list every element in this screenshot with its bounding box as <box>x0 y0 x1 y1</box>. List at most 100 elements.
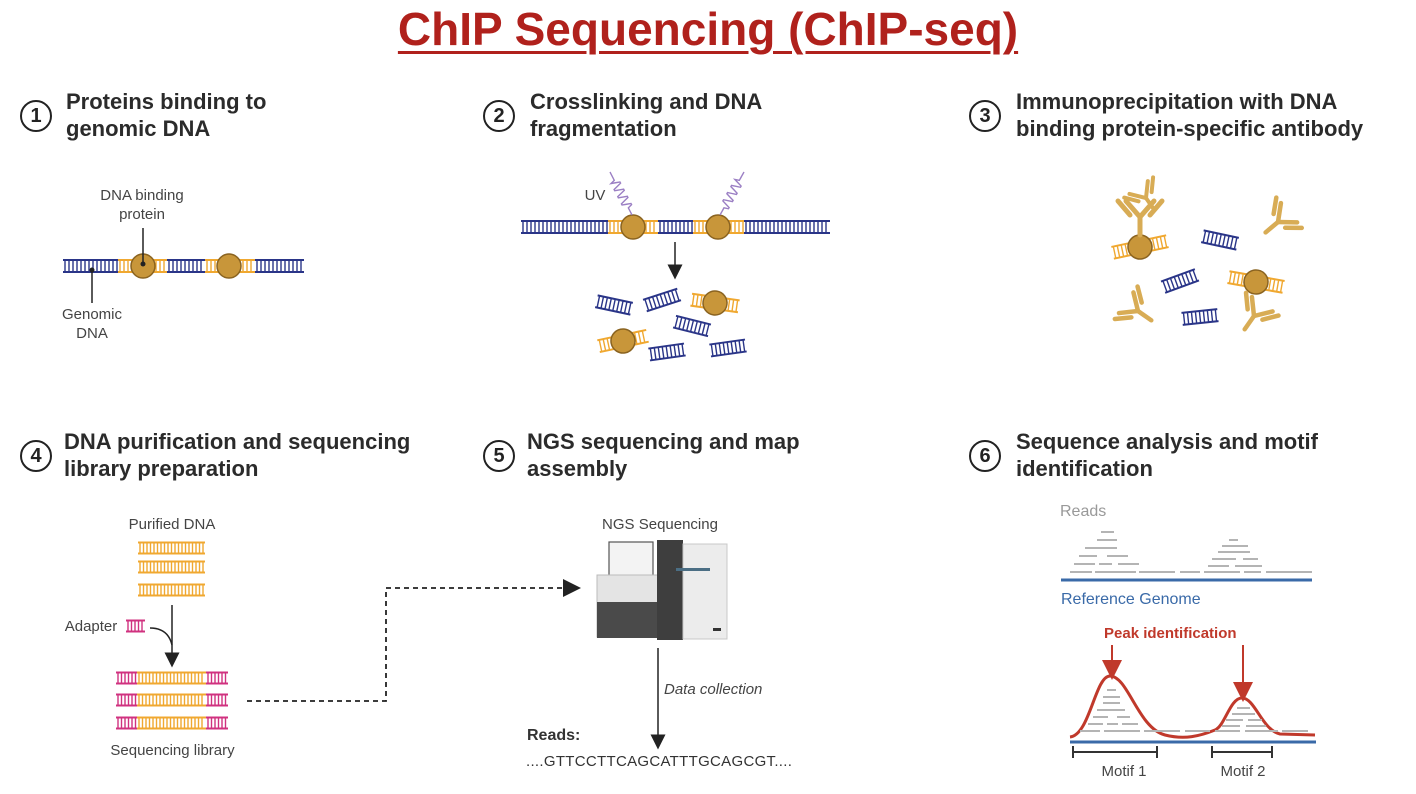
reads-sequence: ....GTTCCTTCAGCATTTGCAGCGT.... <box>526 753 793 770</box>
adapter-segment <box>206 693 228 707</box>
purified-dna-fragment <box>138 583 205 597</box>
step-4-illustration <box>116 541 581 730</box>
step-5-title-line2: assembly <box>527 456 628 481</box>
dna-fragment <box>642 287 682 313</box>
reference-genome-label: Reference Genome <box>1061 591 1201 608</box>
dna-rung <box>1166 279 1172 291</box>
library-insert <box>137 716 206 730</box>
dna-rung <box>1190 311 1194 324</box>
sequencer-column <box>657 540 683 640</box>
step-1-illustration <box>63 228 304 303</box>
dna-rung <box>1202 230 1207 243</box>
dna-rung <box>1194 311 1198 324</box>
dna-rung <box>596 295 601 308</box>
dna-rung <box>722 342 726 355</box>
dna-rung <box>1233 237 1238 250</box>
adapter-segment <box>116 693 137 707</box>
dna-rung <box>606 338 611 351</box>
dna-rung <box>1236 272 1241 285</box>
antibody-light-chain <box>1282 225 1305 231</box>
dna-rung <box>615 299 620 312</box>
step-3-number: 3 <box>969 100 1001 132</box>
step-6-number: 6 <box>969 440 1001 472</box>
motif-1-label: Motif 1 <box>1101 763 1147 780</box>
antibody-arm <box>1127 191 1149 201</box>
dna-segment <box>648 342 686 362</box>
dna-fragment <box>648 342 686 362</box>
uv-label: UV <box>584 187 606 204</box>
protein-dna-fragment <box>1227 269 1285 295</box>
antibody-icon <box>1122 175 1157 212</box>
purified-dna-label: Purified DNA <box>128 516 216 533</box>
sequencer-screen <box>608 541 654 577</box>
dna-rung <box>663 292 669 305</box>
step-2-title-line1: Crosslinking and DNA <box>530 89 763 114</box>
dna-rung <box>734 340 738 353</box>
step-6-illustration <box>1061 531 1316 758</box>
dna-segment <box>521 220 608 234</box>
dna-segment <box>255 259 304 273</box>
dna-rung <box>644 299 650 311</box>
dna-rung <box>693 320 699 333</box>
dna-rung <box>661 346 665 359</box>
dna-rung <box>710 344 714 357</box>
dna-rung <box>600 296 605 309</box>
motif-2-label: Motif 2 <box>1220 763 1266 780</box>
dna-rung <box>1112 246 1117 259</box>
antibody-arm <box>1123 198 1143 220</box>
adapter-label: Adapter <box>64 618 118 635</box>
dna-rung <box>1240 273 1244 286</box>
step-2-title-line2: fragmentation <box>530 116 677 141</box>
dna-rung <box>727 298 731 311</box>
dna-fragment <box>1200 229 1240 251</box>
dna-rung <box>648 297 654 310</box>
antibody-stem <box>1263 219 1281 235</box>
dna-rung <box>1202 310 1206 323</box>
reads-heading: Reads: <box>527 727 581 744</box>
dna-fragment <box>672 314 712 338</box>
uv-wave-icon <box>608 171 633 216</box>
dna-rung <box>653 347 657 360</box>
dna-segment <box>658 220 693 234</box>
antibody-light-chain <box>1147 198 1165 218</box>
dna-rung <box>738 340 742 353</box>
dna-rung <box>651 296 657 309</box>
sequencer-cabinet <box>682 543 728 640</box>
uv-wave-icon <box>719 171 745 216</box>
purified-dna-fragment <box>138 541 205 555</box>
antibody-light-chain <box>1115 198 1133 218</box>
protein-label-line2: protein <box>119 206 165 223</box>
dna-segment <box>594 294 634 316</box>
dna-rung <box>1228 271 1233 284</box>
peak-curve <box>1069 674 1316 739</box>
dna-rung <box>649 348 653 361</box>
dna-binding-protein <box>1243 269 1269 295</box>
dna-rung <box>1181 273 1187 286</box>
dna-rung <box>699 295 703 308</box>
dna-rung <box>689 320 695 332</box>
dna-binding-protein <box>702 290 728 316</box>
dna-segment <box>1200 229 1240 251</box>
dna-rung <box>637 331 642 344</box>
antibody-light-chain <box>1271 195 1279 217</box>
antibody-icon <box>1242 290 1281 332</box>
antibody-icon <box>1112 284 1154 323</box>
dna-rung <box>1232 272 1237 285</box>
dna-rung <box>619 300 624 313</box>
dna-rung <box>1268 278 1272 291</box>
antibody-light-chain <box>1122 195 1141 204</box>
purified-dna-fragment <box>138 560 205 574</box>
dna-rung <box>714 343 718 356</box>
antibody-icon <box>1115 198 1165 238</box>
dna-rung <box>641 330 646 343</box>
dna-rung <box>691 293 695 306</box>
dna-rung <box>701 322 706 335</box>
dna-rung <box>742 339 746 352</box>
dotted-flow-arrow <box>247 579 581 702</box>
peak-identification-label: Peak identification <box>1104 625 1237 642</box>
